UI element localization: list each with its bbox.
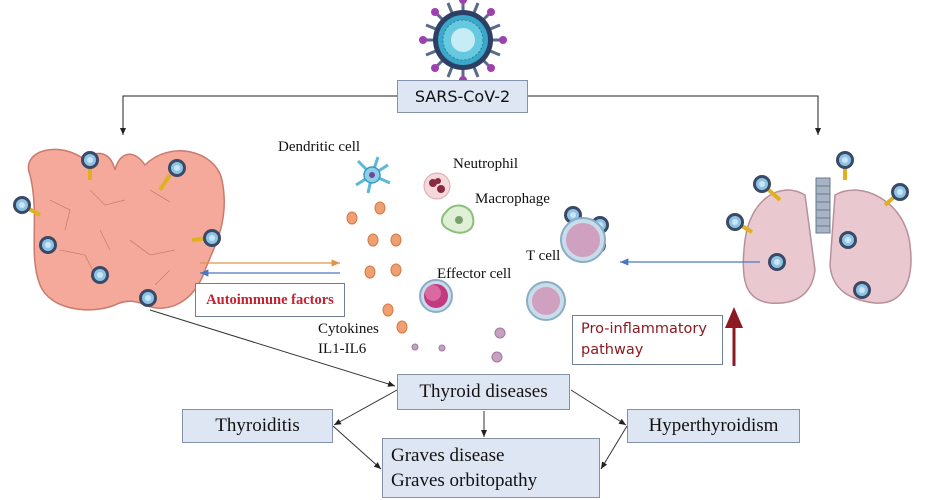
macrophage-icon <box>440 204 475 234</box>
effector-cell-label: Effector cell <box>437 266 512 282</box>
cytokine-range-label: IL1-IL6 <box>318 341 367 357</box>
cytokines-label: Cytokines <box>318 321 379 337</box>
graves-disease-label: Graves disease <box>391 445 505 466</box>
disease-flow-arrows <box>149 309 628 470</box>
thyroid-diseases-box: Thyroid diseases <box>397 374 570 410</box>
virus-particles <box>13 151 909 307</box>
neutrophil-icon <box>423 172 451 200</box>
thyroiditis-box: Thyroiditis <box>182 409 333 443</box>
virus-connectors <box>120 95 821 135</box>
autoimmune-factors-label: Autoimmune factors <box>206 291 334 308</box>
plasma-cell-icon <box>526 281 566 321</box>
graves-orbitopathy-label: Graves orbitopathy <box>391 470 538 491</box>
graves-box: Graves disease Graves orbitopathy <box>382 438 600 498</box>
sars-cov-2-label: SARS-CoV-2 <box>397 80 528 113</box>
lungs-illustration <box>742 177 912 304</box>
dendritic-cell-label: Dendritic cell <box>278 139 361 155</box>
t-cell-label: T cell <box>526 248 561 264</box>
autoimmune-factors-box: Autoimmune factors <box>195 283 345 317</box>
pathway-label: pathway <box>581 342 644 358</box>
sars-cov-2-virus-icon <box>419 0 507 84</box>
macrophage-label: Macrophage <box>475 191 550 207</box>
t-cell-icon <box>560 217 606 263</box>
pro-inflammatory-box: Pro-inflammatory pathway <box>572 315 723 365</box>
hyperthyroidism-box: Hyperthyroidism <box>627 409 800 443</box>
cytokine-dots <box>346 201 408 334</box>
dendritic-cell-icon <box>355 156 391 194</box>
small-cell-dots <box>411 327 506 363</box>
pro-inflammatory-label: Pro-inflammatory <box>581 321 707 337</box>
effector-cell-icon <box>419 279 453 313</box>
neutrophil-label: Neutrophil <box>453 156 518 172</box>
